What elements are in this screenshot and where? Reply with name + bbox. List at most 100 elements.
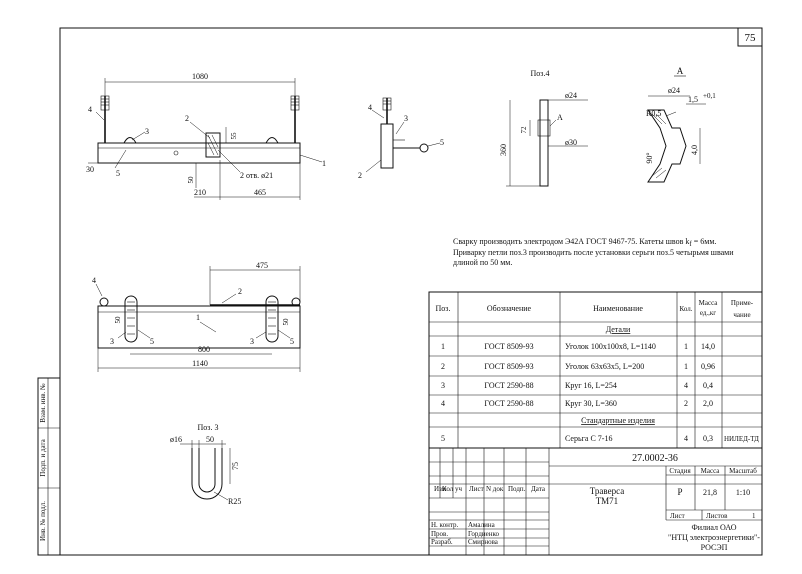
- plan-dim-800: 800: [198, 345, 210, 354]
- spec-h-note2: чание: [733, 311, 750, 319]
- tb-mass: 21,8: [703, 488, 717, 497]
- plan-pos3a: 3: [110, 337, 114, 346]
- pos3-detail: Поз. 3 ø16 50 75 R25: [170, 423, 241, 506]
- spec-table: Поз. Обозначение Наименование Кол. Масса…: [428, 291, 763, 449]
- dim-465: 465: [254, 188, 266, 197]
- tb-role1: Н. контр.: [431, 521, 458, 529]
- spec-r3-mass: 0,4: [703, 381, 713, 390]
- dim-210: 210: [194, 188, 206, 197]
- section-a-dim40: 4,0: [690, 145, 699, 155]
- left-strip: Взам. инв. № Подп. и дата Инв. № подл.: [37, 377, 61, 556]
- sheet-number: 75: [745, 32, 757, 44]
- spec-r4-pos: 4: [441, 399, 445, 408]
- spec-r3-des: ГОСТ 2590-88: [484, 381, 533, 390]
- pos3-title: Поз. 3: [198, 423, 219, 432]
- dim-30: 30: [86, 165, 94, 174]
- front-pos3: 3: [145, 127, 149, 136]
- plan-dim-1140: 1140: [192, 359, 208, 368]
- spec-r4-des: ГОСТ 2590-88: [484, 399, 533, 408]
- tb-col-podp: Подп.: [508, 485, 526, 493]
- plan-view: 475 800 1140 50 50 4 2 1 3 5 3 5: [92, 261, 301, 372]
- tb-doc-code: 27.0002-36: [632, 453, 678, 464]
- pos4-mark-a: А: [557, 113, 563, 122]
- plan-dim-50b: 50: [282, 318, 290, 326]
- tb-col-izm: Изм: [434, 485, 447, 493]
- plan-pos2: 2: [238, 287, 242, 296]
- spec-r2-mass: 0,96: [701, 362, 715, 371]
- spec-h-mass1: Масса: [699, 299, 719, 307]
- tb-stage: Р: [677, 487, 682, 497]
- plan-dim-475: 475: [256, 261, 268, 270]
- pos4-d24: ø24: [565, 91, 577, 100]
- spec-r5-qty: 4: [684, 434, 688, 443]
- side-pos3: 3: [404, 114, 408, 123]
- front-pos1: 1: [322, 159, 326, 168]
- spec-r3-name: Круг 16, L=254: [565, 381, 617, 390]
- spec-r1-name: Уголок 100х100х8, L=1140: [565, 342, 656, 351]
- tb-col-ndok: N док: [486, 485, 504, 493]
- tb-org-2: "НТЦ электроэнергетики"-: [668, 533, 760, 542]
- spec-r4-qty: 2: [684, 399, 688, 408]
- spec-r1-qty: 1: [684, 342, 688, 351]
- plan-pos1: 1: [196, 313, 200, 322]
- tb-col-kol: Кол уч: [442, 485, 462, 493]
- tb-scale: 1:10: [736, 488, 750, 497]
- note-line3: длиной по 50 мм.: [453, 258, 512, 267]
- tb-sheet-lbl: Лист: [670, 512, 685, 520]
- pos3-dim75: 75: [231, 462, 240, 470]
- left-strip-podp: Подп. и дата: [39, 438, 47, 476]
- side-pos5: 5: [440, 138, 444, 147]
- front-pos5: 5: [116, 169, 120, 178]
- section-a: А ø24 1,5 +0,1 R0,5 90° 4,0: [645, 66, 716, 183]
- spec-h-pos: Поз.: [436, 304, 451, 313]
- spec-r4-name: Круг 30, L=360: [565, 399, 617, 408]
- spec-r1-pos: 1: [441, 342, 445, 351]
- note-line2: Приварку петли поз.3 производить после у…: [453, 248, 734, 257]
- section-a-dim15: 1,5: [688, 95, 698, 104]
- side-view: 4 3 5 2: [358, 97, 444, 180]
- tb-role3: Разраб.: [431, 538, 453, 546]
- tb-sheets: 1: [752, 512, 756, 520]
- spec-r4-mass: 2,0: [703, 399, 713, 408]
- pos4-detail: Поз.4 ø24 ø30 72 360 А: [499, 69, 588, 187]
- spec-h-name: Наименование: [593, 304, 643, 313]
- section-a-title: А: [677, 66, 684, 76]
- plan-pos4: 4: [92, 276, 96, 285]
- tb-title-1: Траверса: [590, 486, 624, 496]
- note-line1-text: Сварку производить электродом Э42А ГОСТ …: [453, 237, 689, 246]
- spec-section-details: Детали: [606, 325, 631, 334]
- section-a-angle: 90°: [645, 152, 654, 163]
- spec-r5-mass: 0,3: [703, 434, 713, 443]
- left-strip-inv: Инв. № подл.: [39, 501, 47, 541]
- tb-sheets-lbl: Листов: [706, 512, 728, 520]
- front-pos4: 4: [88, 105, 92, 114]
- plan-pos3b: 3: [250, 337, 254, 346]
- spec-r1-mass: 14,0: [701, 342, 715, 351]
- note-line1: Сварку производить электродом Э42А ГОСТ …: [453, 237, 716, 248]
- note-line1-sub: f: [689, 240, 692, 248]
- tb-name1: Амалина: [468, 521, 496, 529]
- spec-r5-pos: 5: [441, 434, 445, 443]
- spec-h-qty: Кол.: [680, 305, 693, 313]
- spec-section-standard: Стандартные изделия: [581, 416, 655, 425]
- tb-col-list: Лист: [469, 485, 484, 493]
- pos4-dim360: 360: [499, 144, 508, 156]
- tb-org-3: РОСЭП: [701, 543, 728, 552]
- tb-scale-hdr: Масштаб: [729, 467, 757, 475]
- spec-r5-name: Серьга С 7-16: [565, 434, 612, 443]
- section-a-r05: R0,5: [646, 109, 661, 118]
- pos4-d30: ø30: [565, 138, 577, 147]
- side-pos4: 4: [368, 103, 372, 112]
- tb-name3: Смирнова: [468, 538, 499, 546]
- spec-r2-des: ГОСТ 8509-93: [484, 362, 533, 371]
- tb-name2: Гордиенко: [468, 530, 500, 538]
- tb-title-2: ТМ71: [596, 496, 618, 506]
- spec-r5-note: НИЛЕД-ТД: [724, 435, 759, 443]
- sheet-number-box: [737, 27, 763, 47]
- plan-pos5b: 5: [290, 337, 294, 346]
- spec-r2-pos: 2: [441, 362, 445, 371]
- pos3-dim50: 50: [206, 435, 214, 444]
- tb-col-data: Дата: [531, 485, 546, 493]
- left-strip-vzam: Взам. инв. №: [39, 383, 47, 423]
- tb-role2: Пров.: [431, 530, 448, 538]
